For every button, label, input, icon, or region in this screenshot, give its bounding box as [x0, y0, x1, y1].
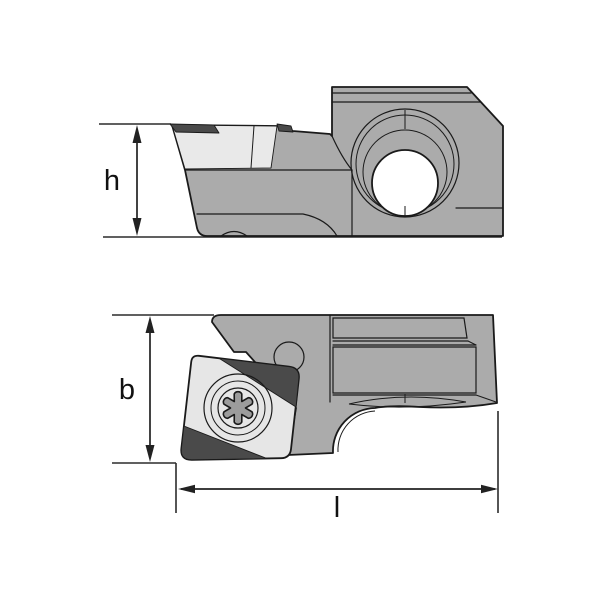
cutting-edge-strip: [169, 123, 220, 134]
arrowhead-down-icon: [132, 218, 142, 236]
insert-side-face: [171, 124, 278, 170]
clamp-bore: [350, 108, 460, 218]
clamp-screw: [203, 373, 273, 443]
arrowhead-up-icon: [145, 316, 155, 333]
arrowhead-left-icon: [178, 484, 195, 494]
torx-socket-icon: [222, 390, 254, 426]
dimension-label-h: h: [104, 165, 120, 197]
insert-corner-dark-lower: [180, 425, 268, 461]
arrowhead-right-icon: [481, 484, 498, 494]
dimension-label-b: b: [119, 374, 135, 406]
insert-side: [169, 123, 294, 170]
dimension-b: b: [119, 316, 155, 462]
body-edge-lines-top: [329, 314, 497, 453]
insert-corner-dark-upper: [218, 357, 300, 408]
holder-body-top: [211, 314, 498, 456]
screw-socket: [217, 387, 259, 429]
arrowhead-up-icon: [132, 125, 142, 143]
body-edge-lines-side: [184, 92, 504, 237]
arrowhead-down-icon: [145, 445, 155, 462]
side-view: h: [99, 86, 504, 238]
dimension-label-l: l: [334, 492, 340, 524]
cutting-edge-nub: [276, 123, 294, 133]
top-view: b l: [112, 314, 499, 524]
screw-head: [203, 373, 273, 443]
insert-top: [180, 354, 300, 461]
dimension-l: l: [178, 484, 498, 524]
dimension-h: h: [104, 125, 142, 236]
screw-head-ring: [210, 380, 266, 436]
